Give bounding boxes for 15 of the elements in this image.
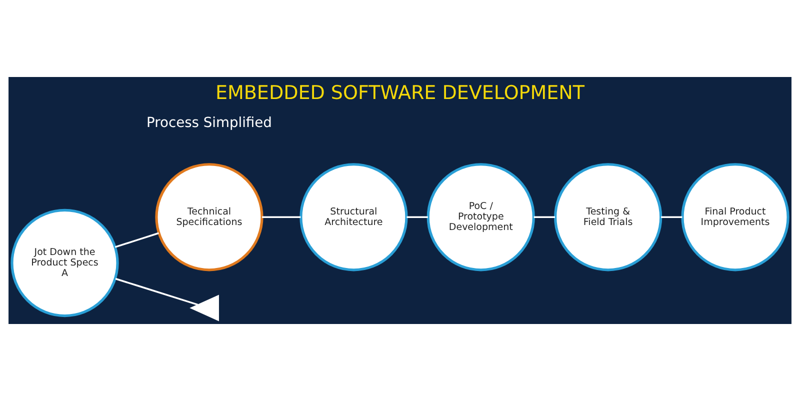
node-circle: PoC / Prototype Development [426, 162, 535, 271]
connector [114, 232, 159, 248]
node-circle: Testing & Field Trials [554, 162, 662, 271]
connector [115, 277, 198, 305]
connector [262, 216, 301, 218]
node-circle: Structural Architecture [300, 162, 408, 271]
label: Process Simplified [146, 114, 272, 131]
connector [534, 216, 556, 218]
node-circle: Jot Down the Product Specs A [10, 208, 119, 317]
node-picture [190, 294, 219, 321]
diagram-title: EMBEDDED SOFTWARE DEVELOPMENT [215, 82, 585, 104]
node-circle: Final Product Improvements [681, 162, 790, 271]
connector [661, 216, 682, 218]
connector [406, 216, 428, 218]
node-circle: Technical Specifications [155, 162, 264, 271]
